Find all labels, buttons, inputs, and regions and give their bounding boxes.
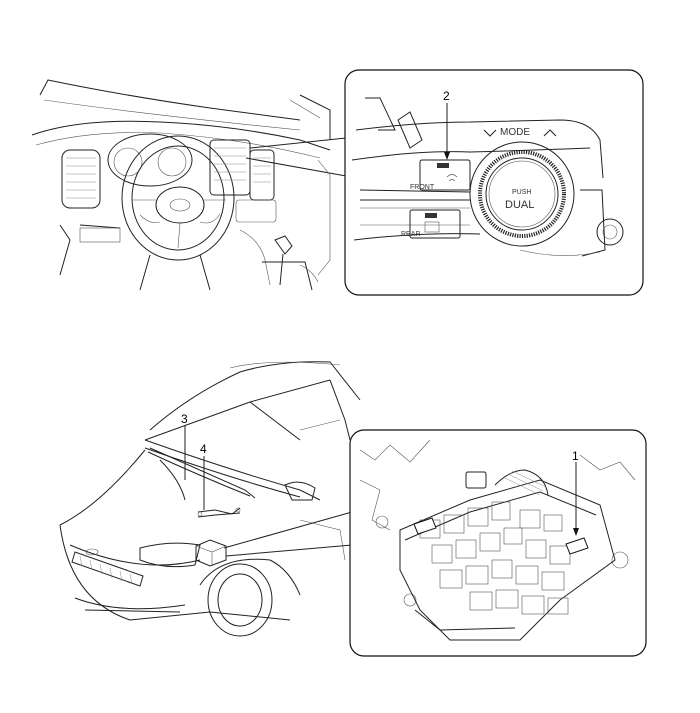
climate-control-inset: 2 MODE FRONT REAR PUSH DUAL	[344, 69, 644, 296]
car-illustration	[59, 361, 361, 637]
push-label: PUSH	[512, 189, 531, 196]
front-label: FRONT	[410, 184, 435, 191]
relay-box-illustration	[359, 439, 636, 641]
callout-3: 3	[181, 412, 188, 426]
callout-2: 2	[443, 89, 450, 103]
relay-box-inset: 1	[349, 429, 647, 657]
climate-control-panel	[351, 97, 624, 257]
callout-4: 4	[200, 442, 207, 456]
dual-label: DUAL	[505, 199, 534, 211]
rear-label: REAR	[401, 231, 420, 238]
callout-1: 1	[572, 449, 579, 463]
dashboard-illustration	[31, 79, 347, 291]
mode-label: MODE	[500, 127, 530, 138]
